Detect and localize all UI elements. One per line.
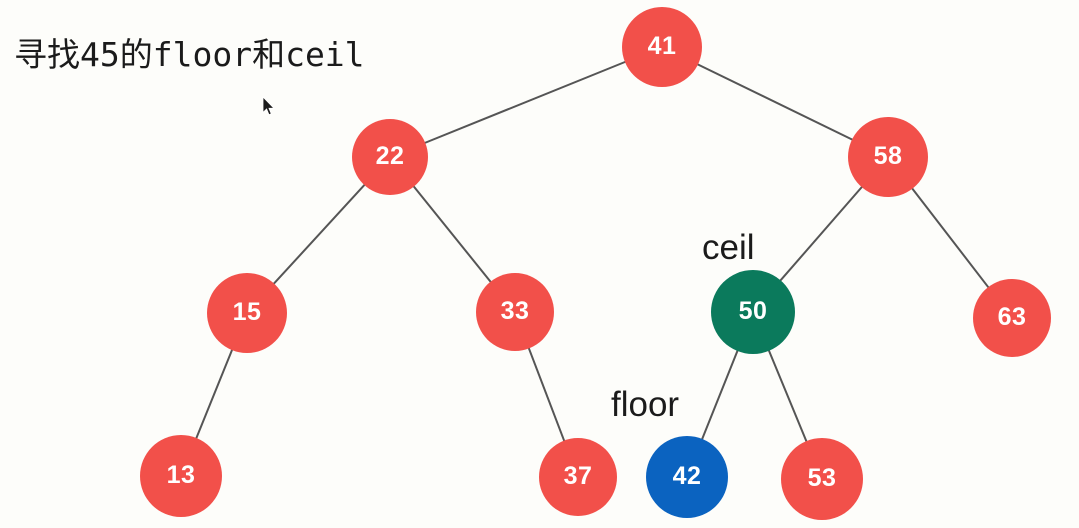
tree-node-label: 22 [375, 141, 405, 170]
tree-node-13[interactable]: 13 [140, 435, 222, 517]
tree-node-41[interactable]: 41 [622, 7, 702, 87]
tree-node-63[interactable]: 63 [973, 279, 1051, 357]
tree-node-label: 13 [166, 460, 196, 489]
tree-node-label: 53 [807, 463, 837, 492]
tree-edge [527, 346, 566, 443]
tree-node-label: 37 [563, 461, 593, 490]
tree-node-label: 41 [647, 31, 677, 60]
tree-node-58[interactable]: 58 [848, 117, 928, 197]
tree-node-42[interactable]: 42 [646, 436, 728, 518]
tree-node-22[interactable]: 22 [352, 119, 428, 195]
tree-edge [271, 182, 367, 286]
ceil-label: ceil [702, 228, 755, 267]
tree-node-15[interactable]: 15 [207, 273, 287, 353]
tree-node-50[interactable]: 50 [711, 270, 795, 354]
page-title: 寻找45的floor和ceil [14, 35, 365, 74]
tree-edge [778, 184, 864, 283]
tree-edge [411, 184, 493, 284]
tree-edge [695, 62, 855, 142]
tree-node-label: 50 [738, 296, 768, 325]
tree-node-37[interactable]: 37 [539, 438, 617, 516]
tree-edge [422, 60, 628, 145]
tree-node-label: 58 [873, 141, 903, 170]
tree-node-label: 42 [672, 461, 702, 490]
floor-label: floor [611, 385, 680, 424]
tree-node-33[interactable]: 33 [476, 273, 554, 351]
tree-node-label: 33 [500, 296, 530, 325]
tree-node-53[interactable]: 53 [781, 438, 863, 520]
tree-edge [767, 348, 809, 444]
tree-edge [194, 347, 234, 441]
tree-node-label: 15 [232, 297, 262, 326]
tree-edge [700, 348, 740, 442]
tree-node-label: 63 [997, 302, 1027, 331]
tree-edge [910, 186, 991, 290]
